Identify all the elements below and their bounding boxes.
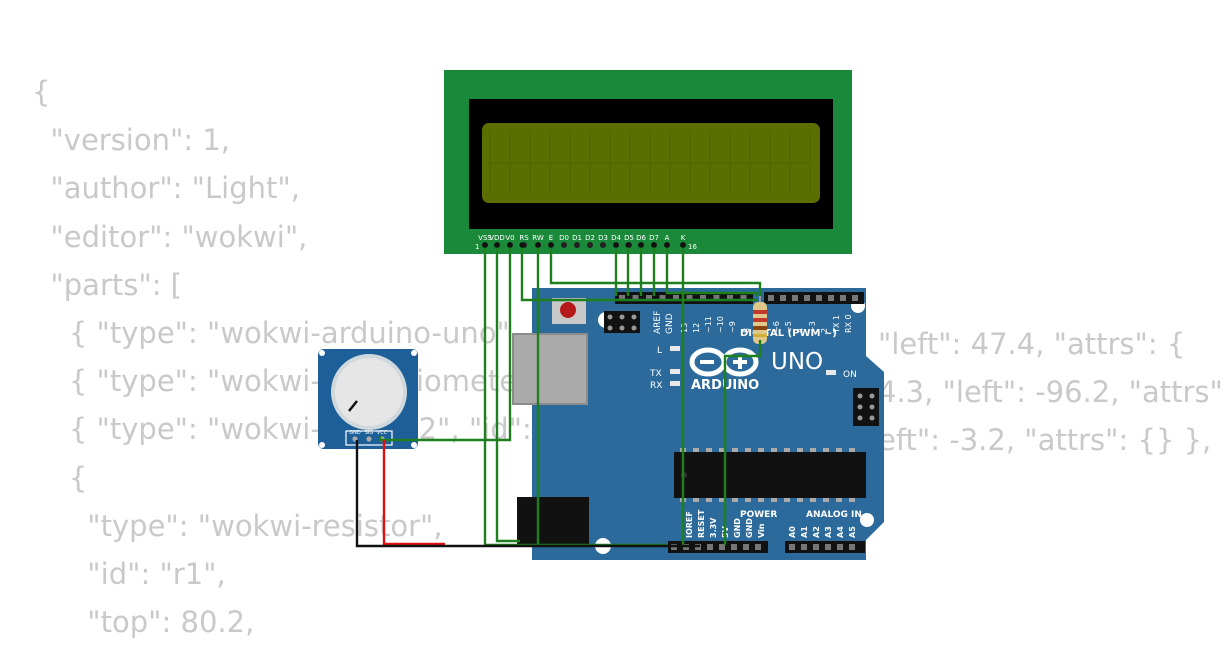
digital-pin-label: ~9	[728, 321, 737, 333]
analog-pin-label: A3	[824, 526, 833, 538]
digital-pwm-label: DIGITAL (PWM ~)	[740, 328, 837, 339]
reset-button-cap[interactable]	[560, 302, 576, 318]
lcd-pin-label: D3	[598, 234, 608, 242]
led-tx	[670, 369, 680, 374]
led-rx-label: RX	[650, 381, 662, 391]
digital-pin-label: 8	[742, 328, 751, 333]
lcd-pin-label: K	[681, 234, 686, 242]
aref-label: AREF	[653, 311, 663, 334]
code-line-right: eft": -3.2, "attrs": {} },	[878, 423, 1212, 457]
lcd-pin-label: D7	[649, 234, 659, 242]
analog-pin-label: A2	[812, 526, 821, 538]
digital-header-right	[764, 292, 864, 304]
potentiometer-knob[interactable]	[335, 358, 403, 426]
code-line-right: "left": 47.4, "attrs": {	[878, 327, 1186, 361]
pot-pin-label: VCC	[377, 430, 388, 436]
wires	[355, 247, 762, 548]
analog-pin-label: A0	[788, 526, 797, 538]
digital-pin-label: ~3	[808, 321, 817, 333]
resistor-band	[753, 326, 767, 330]
lcd-pin-label: RS	[519, 234, 529, 242]
lcd-pin-label: D5	[624, 234, 634, 242]
analog-pin-label: A4	[836, 526, 845, 538]
code-line: "parts": [	[32, 267, 182, 302]
icsp-header-2	[853, 388, 879, 426]
lcd-pin[interactable]	[561, 242, 567, 248]
lcd-pin-label: A	[665, 234, 670, 242]
power-pin-label: Vin	[757, 523, 766, 538]
digital-pin-label: 4	[796, 328, 805, 333]
led-rx	[670, 381, 680, 386]
digital-pin-label: ~6	[772, 321, 781, 333]
digital-pin-label: ~11	[704, 316, 713, 333]
code-line: "version": 1,	[32, 123, 230, 158]
led-on	[826, 370, 836, 375]
code-line: {	[32, 460, 88, 495]
lcd-pin-start-label: 1	[475, 243, 479, 251]
code-line: "top": 80.2,	[32, 605, 255, 640]
digital-pin-label: TX 1	[832, 315, 841, 334]
lcd-pin-label: D2	[585, 234, 595, 242]
lcd-pin-end-label: 16	[688, 243, 697, 251]
code-line: "id": "r1",	[32, 556, 226, 591]
lcd-pin[interactable]	[587, 242, 593, 248]
lcd-pin-label: D6	[636, 234, 646, 242]
power-pin-label: GND	[733, 518, 742, 538]
digital-pin-label: ~5	[784, 321, 793, 333]
power-jack	[517, 497, 589, 547]
pot-pin-label: GND	[349, 430, 361, 436]
analog-pin-label: A1	[800, 526, 809, 538]
led-l-label: L	[657, 346, 662, 356]
code-line: "author": "Light",	[32, 171, 300, 206]
resistor-band	[753, 310, 767, 314]
usb-port	[512, 333, 588, 405]
digital-pin-label: 12	[692, 323, 701, 333]
power-pin-label: IOREF	[685, 511, 694, 538]
lcd-pin-label: E	[549, 234, 553, 242]
icsp-header	[604, 311, 640, 333]
lcd-pin-label: D1	[572, 234, 582, 242]
led-l	[670, 346, 680, 351]
resistor-band	[753, 318, 767, 322]
code-line: "editor": "wokwi",	[32, 219, 308, 254]
pot-pin-label: SIG	[365, 430, 374, 436]
pot-pin[interactable]	[366, 436, 372, 442]
analog-pin-label: A5	[848, 526, 857, 538]
atmega-chip	[674, 452, 866, 498]
gnd-label: GND	[665, 313, 675, 334]
lcd-pin[interactable]	[600, 242, 606, 248]
lcd-pin[interactable]	[574, 242, 580, 248]
code-line-right: 4.3, "left": -96.2, "attrs"	[878, 375, 1223, 409]
lcd-pin-label: VDD	[489, 234, 505, 242]
code-line: { "type": "wokwi-arduino-uno",	[32, 315, 520, 350]
code-line: "type": "wokwi-resistor",	[32, 508, 443, 543]
power-pin-label: GND	[745, 518, 754, 538]
power-pin-label: 3.3V	[709, 517, 718, 538]
digital-pin-label: RX 0	[844, 314, 853, 333]
uno-model-text: UNO	[771, 349, 823, 375]
digital-pin-label: 2	[820, 328, 829, 333]
led-tx-label: TX	[649, 369, 662, 379]
lcd-pin-label: VSS	[478, 234, 492, 242]
resistor-r1[interactable]	[753, 294, 767, 352]
led-on-label: ON	[843, 370, 857, 380]
lcd-pin-label: V0	[505, 234, 514, 242]
mount-hole	[860, 513, 874, 527]
digital-pin-label: 13	[680, 323, 689, 333]
power-label: POWER	[740, 510, 777, 520]
lcd-pin-label: RW	[532, 234, 544, 242]
resistor-band	[753, 334, 767, 337]
code-line: {	[32, 75, 51, 109]
digital-pin-label: ~10	[716, 316, 725, 333]
lcd-pin-label: D4	[611, 234, 621, 242]
lcd-pin-label: D0	[559, 234, 569, 242]
analog-in-label: ANALOG IN	[806, 510, 862, 520]
power-pin-label: RESET	[697, 509, 706, 538]
